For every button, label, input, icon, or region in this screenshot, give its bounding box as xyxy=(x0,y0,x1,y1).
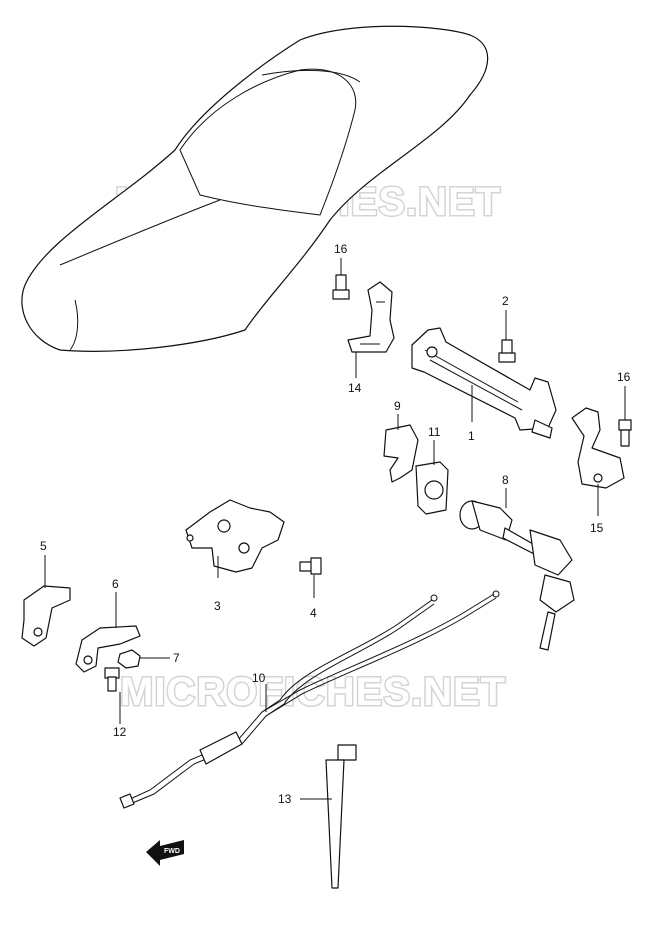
callout-10: 10 xyxy=(252,671,267,712)
callout-label: 6 xyxy=(112,577,119,591)
clip-9 xyxy=(383,424,419,483)
bolt-16-left xyxy=(332,274,350,300)
callout-label: 16 xyxy=(617,370,631,384)
callout-label: 15 xyxy=(590,521,604,535)
callout-2: 2 xyxy=(502,294,509,340)
callout-16-right: 16 xyxy=(617,370,631,420)
bolt-16-right xyxy=(618,419,632,447)
bracket-15 xyxy=(571,407,625,489)
callout-6: 6 xyxy=(112,577,119,628)
callout-label: 8 xyxy=(502,473,509,487)
callout-label: 5 xyxy=(40,539,47,553)
watermark-bottom: MICROFICHES.NET xyxy=(120,670,506,714)
fwd-label: FWD xyxy=(164,848,180,855)
bracket-5 xyxy=(21,585,71,647)
callout-11: 11 xyxy=(428,425,441,465)
callout-label: 3 xyxy=(214,599,221,613)
lock-cylinder-8 xyxy=(459,500,575,651)
callout-5: 5 xyxy=(40,539,47,588)
latch-rail-1 xyxy=(411,327,557,439)
nut-7 xyxy=(117,649,141,669)
cable-tie-13 xyxy=(325,744,357,889)
seat xyxy=(21,25,489,352)
callout-9: 9 xyxy=(394,399,401,430)
latch-3 xyxy=(185,499,285,573)
callout-12: 12 xyxy=(113,692,127,739)
callout-label: 11 xyxy=(428,425,441,439)
callout-3: 3 xyxy=(214,556,221,613)
callout-label: 9 xyxy=(394,399,401,413)
bolt-2 xyxy=(498,339,516,363)
callout-16-left: 16 xyxy=(334,242,348,275)
callout-14: 14 xyxy=(348,352,362,395)
bracket-6 xyxy=(75,625,141,673)
callout-label: 7 xyxy=(173,651,180,665)
callout-4: 4 xyxy=(310,575,317,620)
plate-11 xyxy=(415,461,449,515)
bolt-4 xyxy=(299,557,322,575)
callout-label: 1 xyxy=(468,429,475,443)
callout-13: 13 xyxy=(278,792,332,806)
callout-label: 13 xyxy=(278,792,292,806)
callout-label: 10 xyxy=(252,671,266,685)
bolt-12 xyxy=(104,667,120,692)
callout-7: 7 xyxy=(140,651,180,665)
callout-1: 1 xyxy=(468,385,475,443)
callout-label: 2 xyxy=(502,294,509,308)
callout-8: 8 xyxy=(502,473,509,508)
cable-10 xyxy=(119,590,500,809)
callout-label: 16 xyxy=(334,242,348,256)
fwd-arrow-icon: FWD xyxy=(146,840,184,866)
bracket-14 xyxy=(347,281,395,353)
callout-label: 4 xyxy=(310,606,317,620)
callout-label: 14 xyxy=(348,381,362,395)
callout-15: 15 xyxy=(590,484,604,535)
callout-label: 12 xyxy=(113,725,127,739)
